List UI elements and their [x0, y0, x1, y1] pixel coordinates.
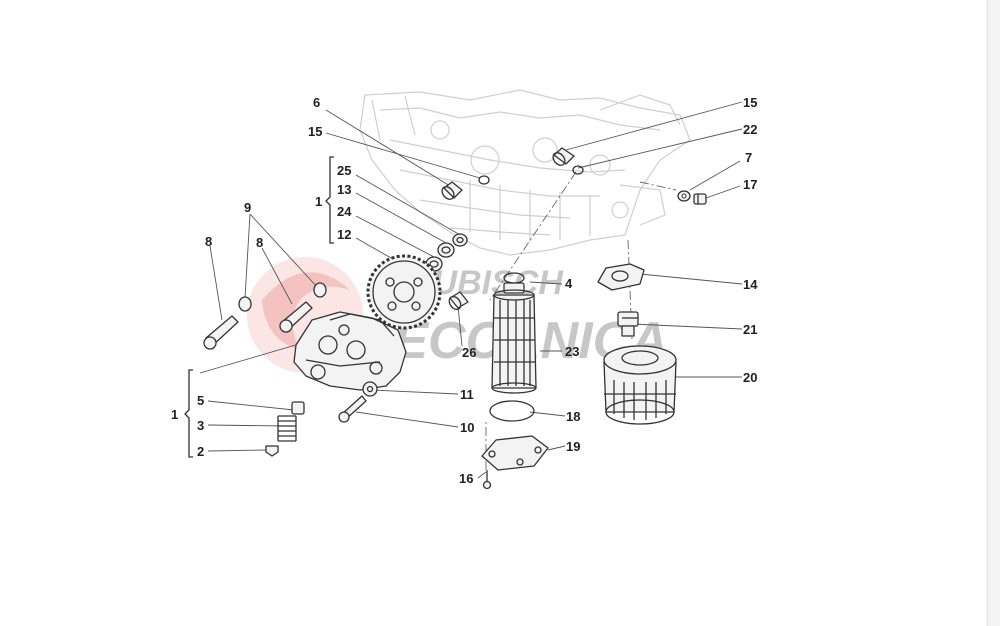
callout-8-right: 8 [256, 235, 263, 250]
bushing-15-right [552, 147, 575, 166]
callout-1-lower: 1 [171, 407, 178, 422]
callout-25: 25 [337, 163, 351, 178]
filter-adapter-14 [597, 263, 645, 291]
leader-lines [199, 101, 743, 479]
oil-filter-20 [603, 345, 677, 425]
o-ring-18 [489, 400, 535, 422]
parts [203, 147, 707, 490]
bushing-6 [441, 181, 463, 200]
callout-2: 2 [197, 444, 204, 459]
callout-4: 4 [565, 276, 573, 291]
callout-3: 3 [197, 418, 204, 433]
o-ring-22 [572, 165, 584, 175]
o-ring-15-left [478, 175, 490, 185]
spring-3 [277, 415, 297, 442]
callout-5: 5 [197, 393, 204, 408]
bolt-8-right [279, 301, 313, 333]
callout-11: 11 [460, 387, 474, 402]
callout-15-left: 15 [308, 124, 322, 139]
washer-9-left [238, 296, 252, 312]
washer-9-right [313, 282, 327, 298]
callout-18: 18 [566, 409, 580, 424]
callout-9: 9 [244, 200, 251, 215]
callout-26: 26 [462, 345, 476, 360]
callout-24: 24 [337, 204, 352, 219]
bolt-10 [338, 395, 367, 423]
callout-19: 19 [566, 439, 580, 454]
callout-22: 22 [743, 122, 757, 137]
washer-13 [437, 242, 455, 258]
filter-cartridge-23 [491, 282, 537, 394]
bracket-pump-group-lower [184, 369, 193, 458]
assembly-axes [485, 171, 677, 470]
bracket-pump-group-upper [325, 156, 334, 244]
bolt-8-left [203, 315, 239, 350]
oil-pump-body [293, 311, 407, 391]
plug-2 [265, 445, 279, 457]
washer-25 [452, 233, 468, 247]
callout-13: 13 [337, 182, 351, 197]
bushing-26 [448, 291, 469, 311]
callout-10: 10 [460, 420, 474, 435]
group-brackets [184, 156, 334, 458]
callout-21: 21 [743, 322, 757, 337]
callouts: 6 15 15 22 7 17 1 25 13 24 12 9 8 8 14 4… [171, 95, 758, 486]
relief-valve-5 [291, 401, 305, 415]
callout-12: 12 [337, 227, 351, 242]
vertical-scrollbar[interactable] [987, 0, 1000, 626]
plug-17 [693, 193, 707, 205]
drive-gear-12 [366, 254, 442, 330]
callout-20: 20 [743, 370, 757, 385]
engine-crankcase-ghost [359, 89, 691, 256]
washer-11 [362, 381, 378, 397]
callout-7: 7 [745, 150, 752, 165]
callout-14: 14 [743, 277, 758, 292]
screw-16 [482, 470, 492, 490]
callout-16: 16 [459, 471, 473, 486]
callout-6: 6 [313, 95, 320, 110]
callout-1-upper: 1 [315, 194, 322, 209]
callout-23: 23 [565, 344, 579, 359]
callout-15-right: 15 [743, 95, 757, 110]
filter-cover-19 [481, 435, 549, 471]
nipple-21 [617, 311, 639, 337]
callout-17: 17 [743, 177, 757, 192]
callout-8-left: 8 [205, 234, 212, 249]
